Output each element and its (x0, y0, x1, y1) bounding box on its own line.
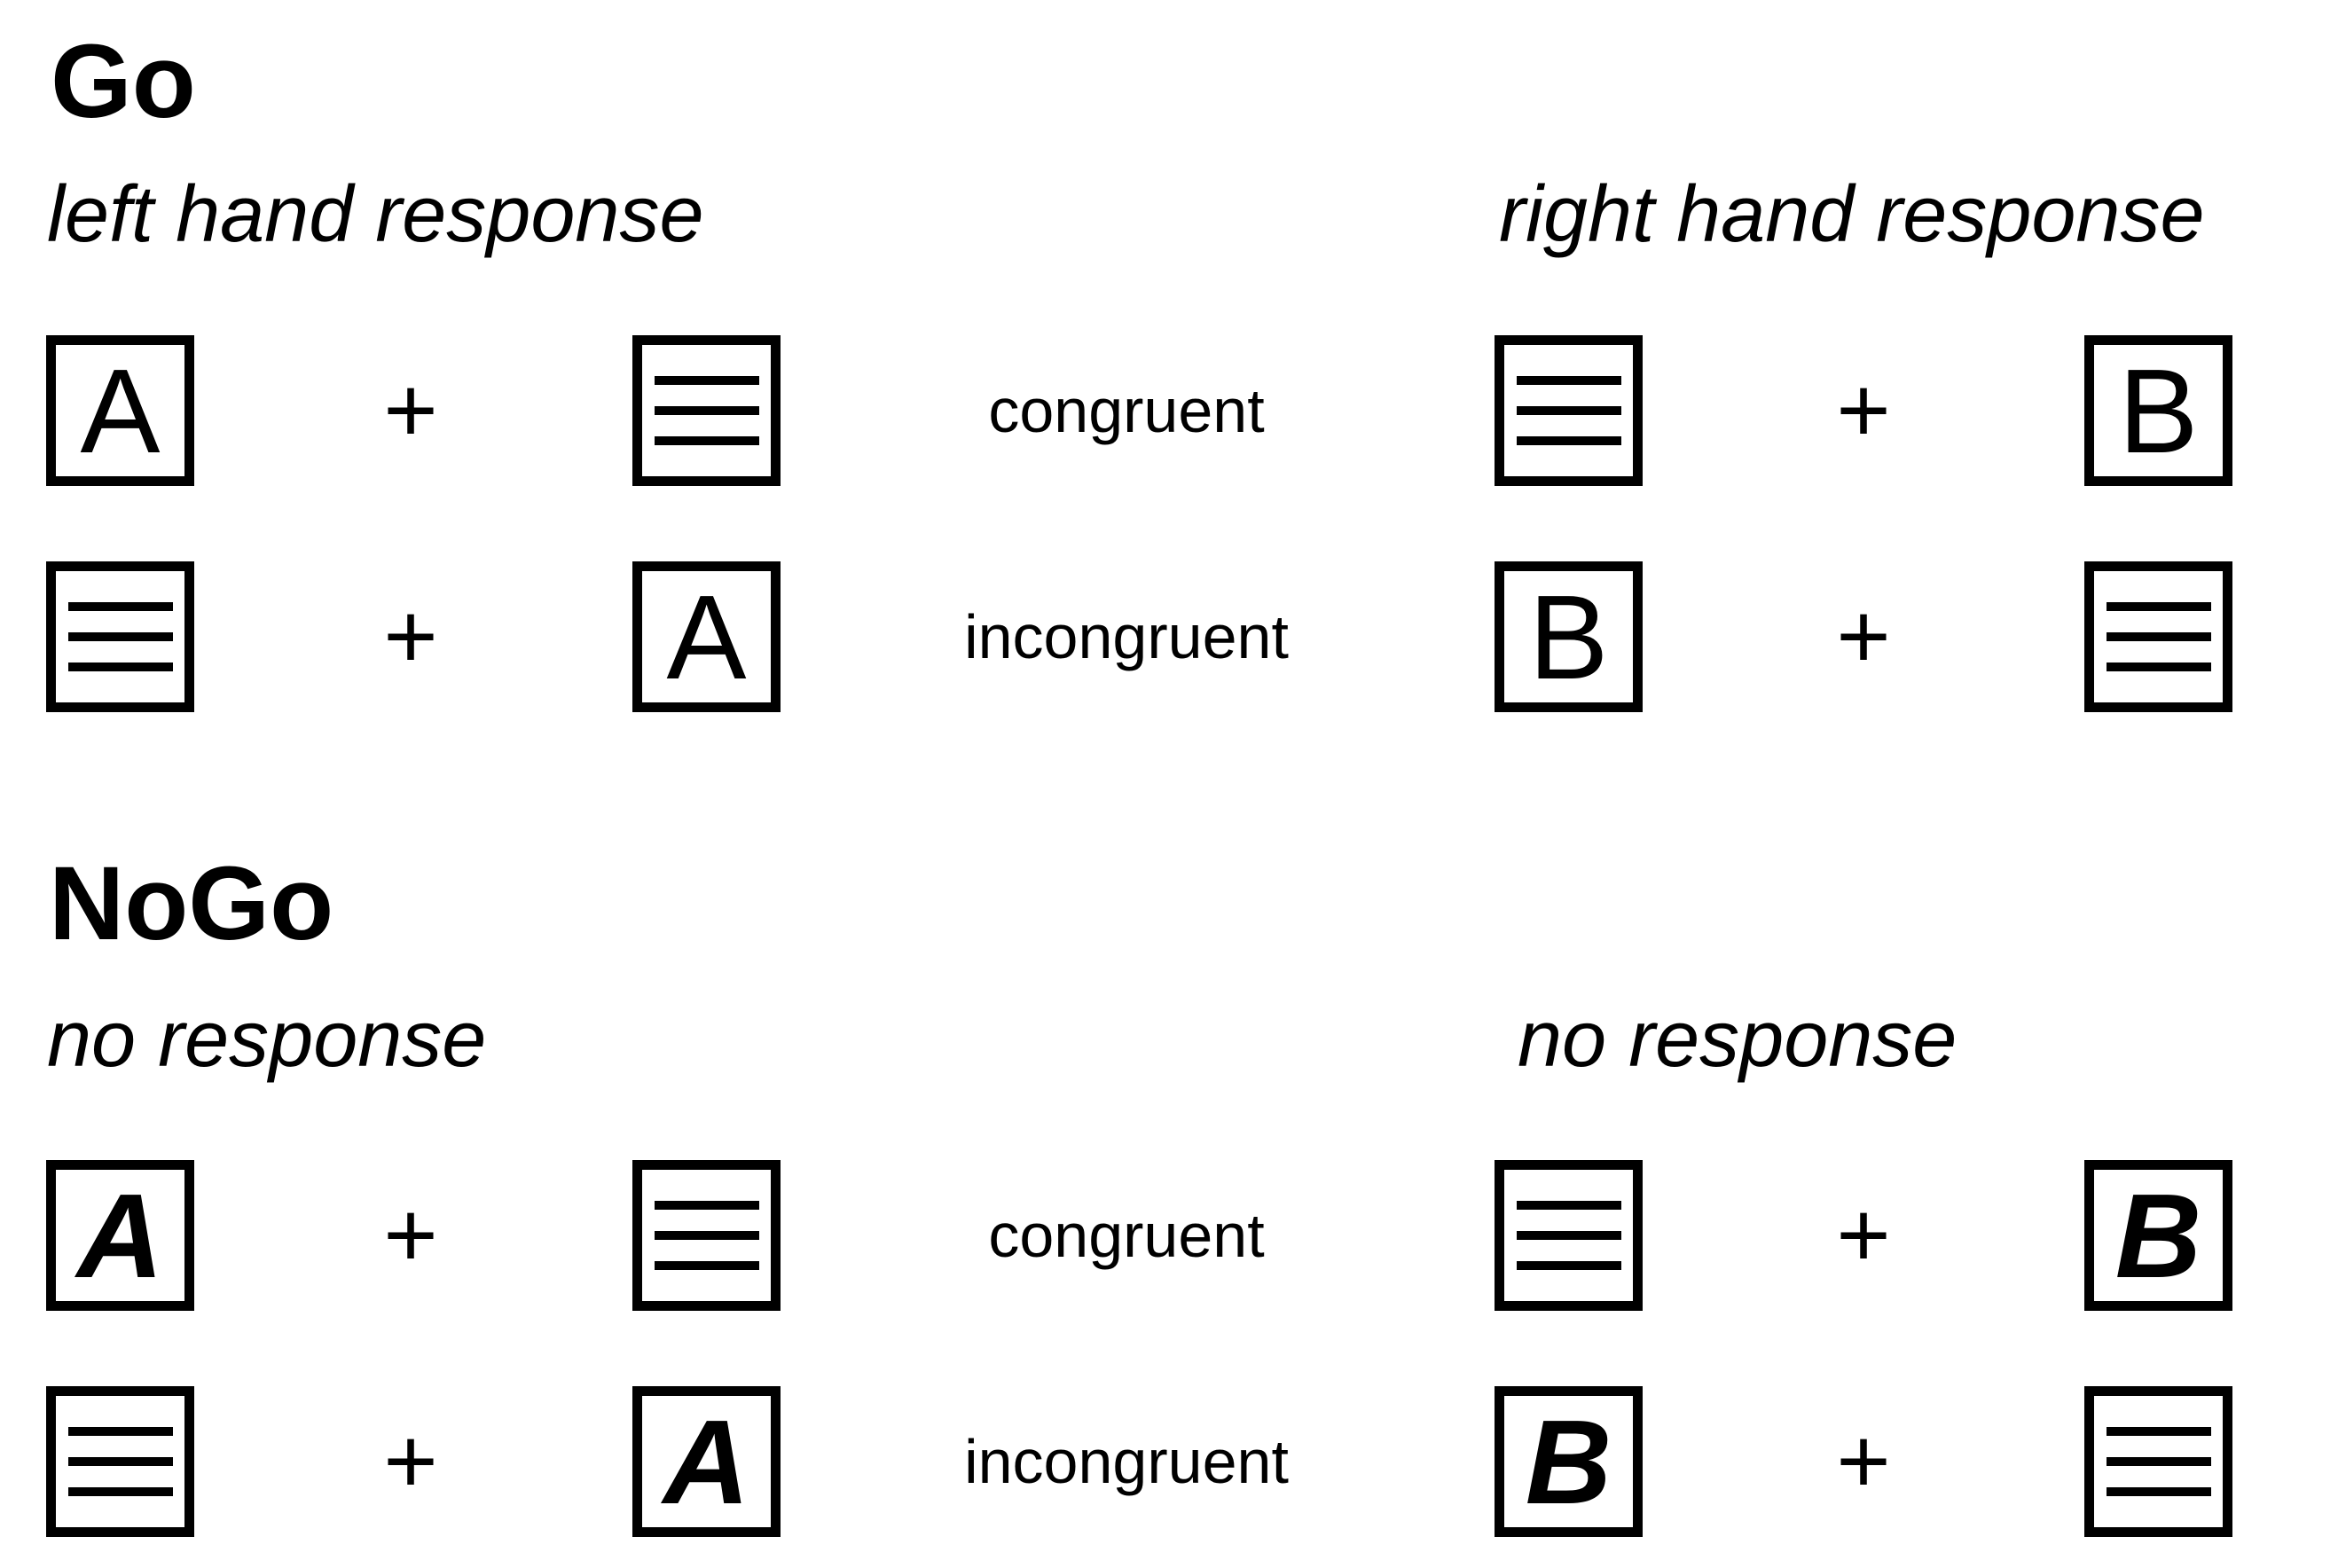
letter-a: A (80, 343, 161, 478)
stimulus-box-lines (632, 1160, 781, 1311)
line-bar (2106, 1487, 2211, 1496)
line-bar (654, 1261, 759, 1270)
stimulus-box-letter-b-bold-italic: B (2084, 1160, 2232, 1311)
line-bar (2106, 1427, 2211, 1436)
fixation-cross: + (383, 1183, 438, 1287)
letter-b: B (1528, 569, 1609, 704)
line-bar (67, 1487, 173, 1496)
letter-a: A (666, 569, 747, 704)
condition-label-incongruent: incongruent (964, 602, 1289, 671)
letter-b: B (2118, 343, 2199, 478)
line-bar (67, 632, 173, 641)
line-bar (67, 1457, 173, 1466)
condition-label-congruent: congruent (988, 1201, 1265, 1270)
fixation-cross: + (1836, 358, 1891, 462)
letter-b: B (2114, 1168, 2202, 1303)
stimulus-box-letter-b: B (2084, 335, 2232, 486)
go-left-hand-label: left hand response (47, 170, 704, 259)
line-bar (1516, 1261, 1621, 1270)
stimulus-box-letter-a: A (632, 561, 781, 712)
line-bar (2106, 632, 2211, 641)
stimulus-box-letter-a-bold-italic: A (46, 1160, 194, 1311)
nogo-left-no-response-label: no response (47, 995, 487, 1084)
fixation-cross: + (1836, 584, 1891, 688)
stimulus-box-lines (46, 1386, 194, 1537)
fixation-cross: + (383, 1409, 438, 1513)
line-bar (2106, 1457, 2211, 1466)
line-bar (1516, 406, 1621, 415)
letter-a: A (663, 1394, 750, 1529)
stimulus-box-letter-b: B (1495, 561, 1643, 712)
go-congruent-row: A + congruent + B (0, 335, 2338, 486)
go-incongruent-row: + A incongruent B + (0, 561, 2338, 712)
condition-label-congruent: congruent (988, 376, 1265, 445)
line-bar (2106, 662, 2211, 671)
stimulus-box-lines (1495, 335, 1643, 486)
condition-label-incongruent: incongruent (964, 1427, 1289, 1496)
line-bar (1516, 436, 1621, 445)
stimulus-box-lines (1495, 1160, 1643, 1311)
line-bar (67, 662, 173, 671)
go-right-hand-label: right hand response (1499, 170, 2205, 259)
stimulus-box-letter-a: A (46, 335, 194, 486)
fixation-cross: + (1836, 1183, 1891, 1287)
line-bar (654, 436, 759, 445)
line-bar (1516, 376, 1621, 385)
fixation-cross: + (1836, 1409, 1891, 1513)
letter-a: A (76, 1168, 164, 1303)
nogo-congruent-row: A + congruent + B (0, 1160, 2338, 1311)
fixation-cross: + (383, 358, 438, 462)
nogo-right-no-response-label: no response (1518, 995, 1957, 1084)
line-bar (654, 406, 759, 415)
line-bar (654, 1231, 759, 1240)
nogo-section-title: NoGo (49, 845, 334, 962)
line-bar (2106, 602, 2211, 611)
nogo-incongruent-row: + A incongruent B + (0, 1386, 2338, 1537)
line-bar (1516, 1201, 1621, 1210)
line-bar (67, 1427, 173, 1436)
line-bar (654, 1201, 759, 1210)
stimulus-box-lines (632, 335, 781, 486)
go-section-title: Go (51, 23, 196, 140)
line-bar (1516, 1231, 1621, 1240)
stimulus-box-lines (46, 561, 194, 712)
line-bar (654, 376, 759, 385)
stimulus-box-lines (2084, 1386, 2232, 1537)
letter-b: B (1525, 1394, 1612, 1529)
stimulus-box-letter-a-bold-italic: A (632, 1386, 781, 1537)
fixation-cross: + (383, 584, 438, 688)
stimulus-box-letter-b-bold-italic: B (1495, 1386, 1643, 1537)
stimulus-box-lines (2084, 561, 2232, 712)
line-bar (67, 602, 173, 611)
